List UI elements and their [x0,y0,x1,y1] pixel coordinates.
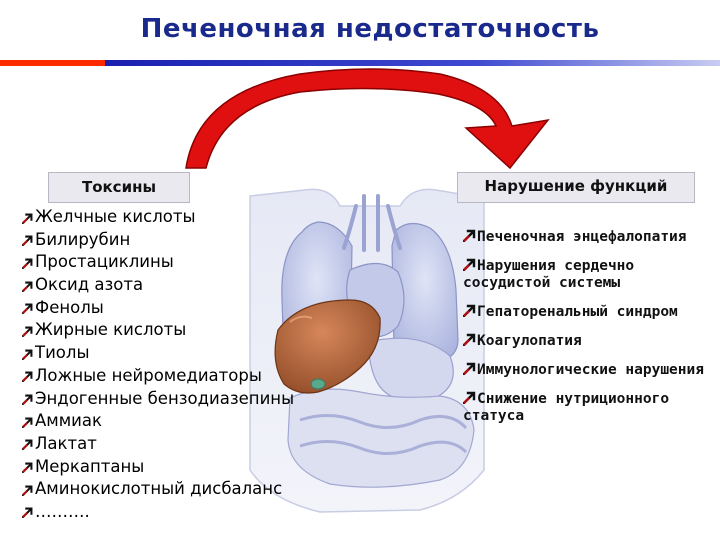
disorder-item-label: Гепаторенальный синдром [477,304,678,320]
arrow-bullet-icon [22,303,33,315]
toxin-item-label: Фенолы [35,297,104,317]
arrow-bullet-icon [22,417,33,428]
toxin-item-label: Билирубин [35,229,131,249]
disorders-header: Нарушение функций [457,172,695,203]
toxin-item-label: Лактат [35,433,97,453]
arrow-bullet-icon [463,258,476,271]
disorder-item-label: Иммунологические нарушения [477,362,704,378]
toxin-item: Оксид азота [22,274,294,297]
arrow-bullet-icon [22,485,33,496]
arrow-bullet-icon [463,229,476,242]
title-divider-accent [0,60,105,66]
arrow-bullet-icon [22,235,33,247]
toxin-item: Фенолы [22,297,294,320]
arrow-bullet-icon [22,507,33,519]
arrow-bullet-icon [22,462,33,474]
disorder-item-label: Снижение нутриционного статуса [463,391,670,424]
toxin-item-label: Оксид азота [35,275,144,295]
toxin-item: Эндогенные бензодиазепины [22,388,294,411]
arrow-bullet-icon [22,394,33,405]
disorders-header-label: Нарушение функций [484,177,668,195]
toxin-item-label: Эндогенные бензодиазепины [35,388,295,408]
trachea [342,194,402,252]
intestines [287,388,475,488]
toxin-item-label: Желчные кислоты [35,207,196,226]
toxin-item-label: ………. [35,501,90,521]
disorder-item: Гепаторенальный синдром [463,303,718,321]
gallbladder [310,378,326,390]
arrow-bullet-icon [22,258,33,269]
toxin-item: Билирубин [22,229,294,252]
disorder-item-label: Коагулопатия [477,333,582,349]
toxin-item: Аминокислотный дисбаланс [22,478,294,501]
arrow-bullet-icon [463,362,476,375]
arrow-bullet-icon [463,304,476,317]
disorder-item: Нарушения сердечно сосудистой системы [463,257,718,292]
arrow-bullet-icon [22,213,33,224]
toxin-item: Жирные кислоты [22,319,294,342]
disorder-item: Печеночная энцефалопатия [463,228,718,246]
disorder-item-label: Печеночная энцефалопатия [477,229,687,245]
arrow-bullet-icon [22,439,33,451]
arrow-bullet-icon [463,391,476,404]
toxin-item: Аммиак [22,410,294,433]
arrow-bullet-icon [22,281,33,292]
title-divider-main [105,60,720,66]
toxin-item-label: Жирные кислоты [35,320,187,340]
disorder-item: Коагулопатия [463,332,718,350]
title-divider [0,60,720,66]
toxin-item: Тиолы [22,342,294,365]
toxin-item: Ложные нейромедиаторы [22,365,294,388]
arrow-bullet-icon [22,326,33,337]
toxins-header: Токсины [48,172,190,203]
arrow-bullet-icon [22,349,33,360]
arrow-bullet-icon [22,371,33,383]
toxin-item-label: Меркаптаны [35,456,145,476]
toxins-header-label: Токсины [81,178,157,196]
disorder-item: Иммунологические нарушения [463,361,718,379]
toxin-item-label: Простациклины [35,252,174,272]
liver [274,299,381,394]
toxin-item-label: Тиолы [35,343,90,363]
toxin-item-label: Аминокислотный дисбаланс [35,479,283,499]
toxin-item: Меркаптаны [22,456,294,479]
disorder-item: Снижение нутриционного статуса [463,390,718,425]
arrow-bullet-icon [463,333,476,346]
toxin-item: Лактат [22,433,294,456]
toxin-item-label: Аммиак [35,411,102,431]
disorder-item-label: Нарушения сердечно сосудистой системы [463,258,635,291]
toxin-item-label: Ложные нейромедиаторы [35,365,262,385]
toxin-item: Желчные кислоты [22,206,294,229]
toxin-item: ………. [22,501,294,524]
toxin-item: Простациклины [22,251,294,274]
page-title: Печеночная недостаточность [140,14,600,44]
